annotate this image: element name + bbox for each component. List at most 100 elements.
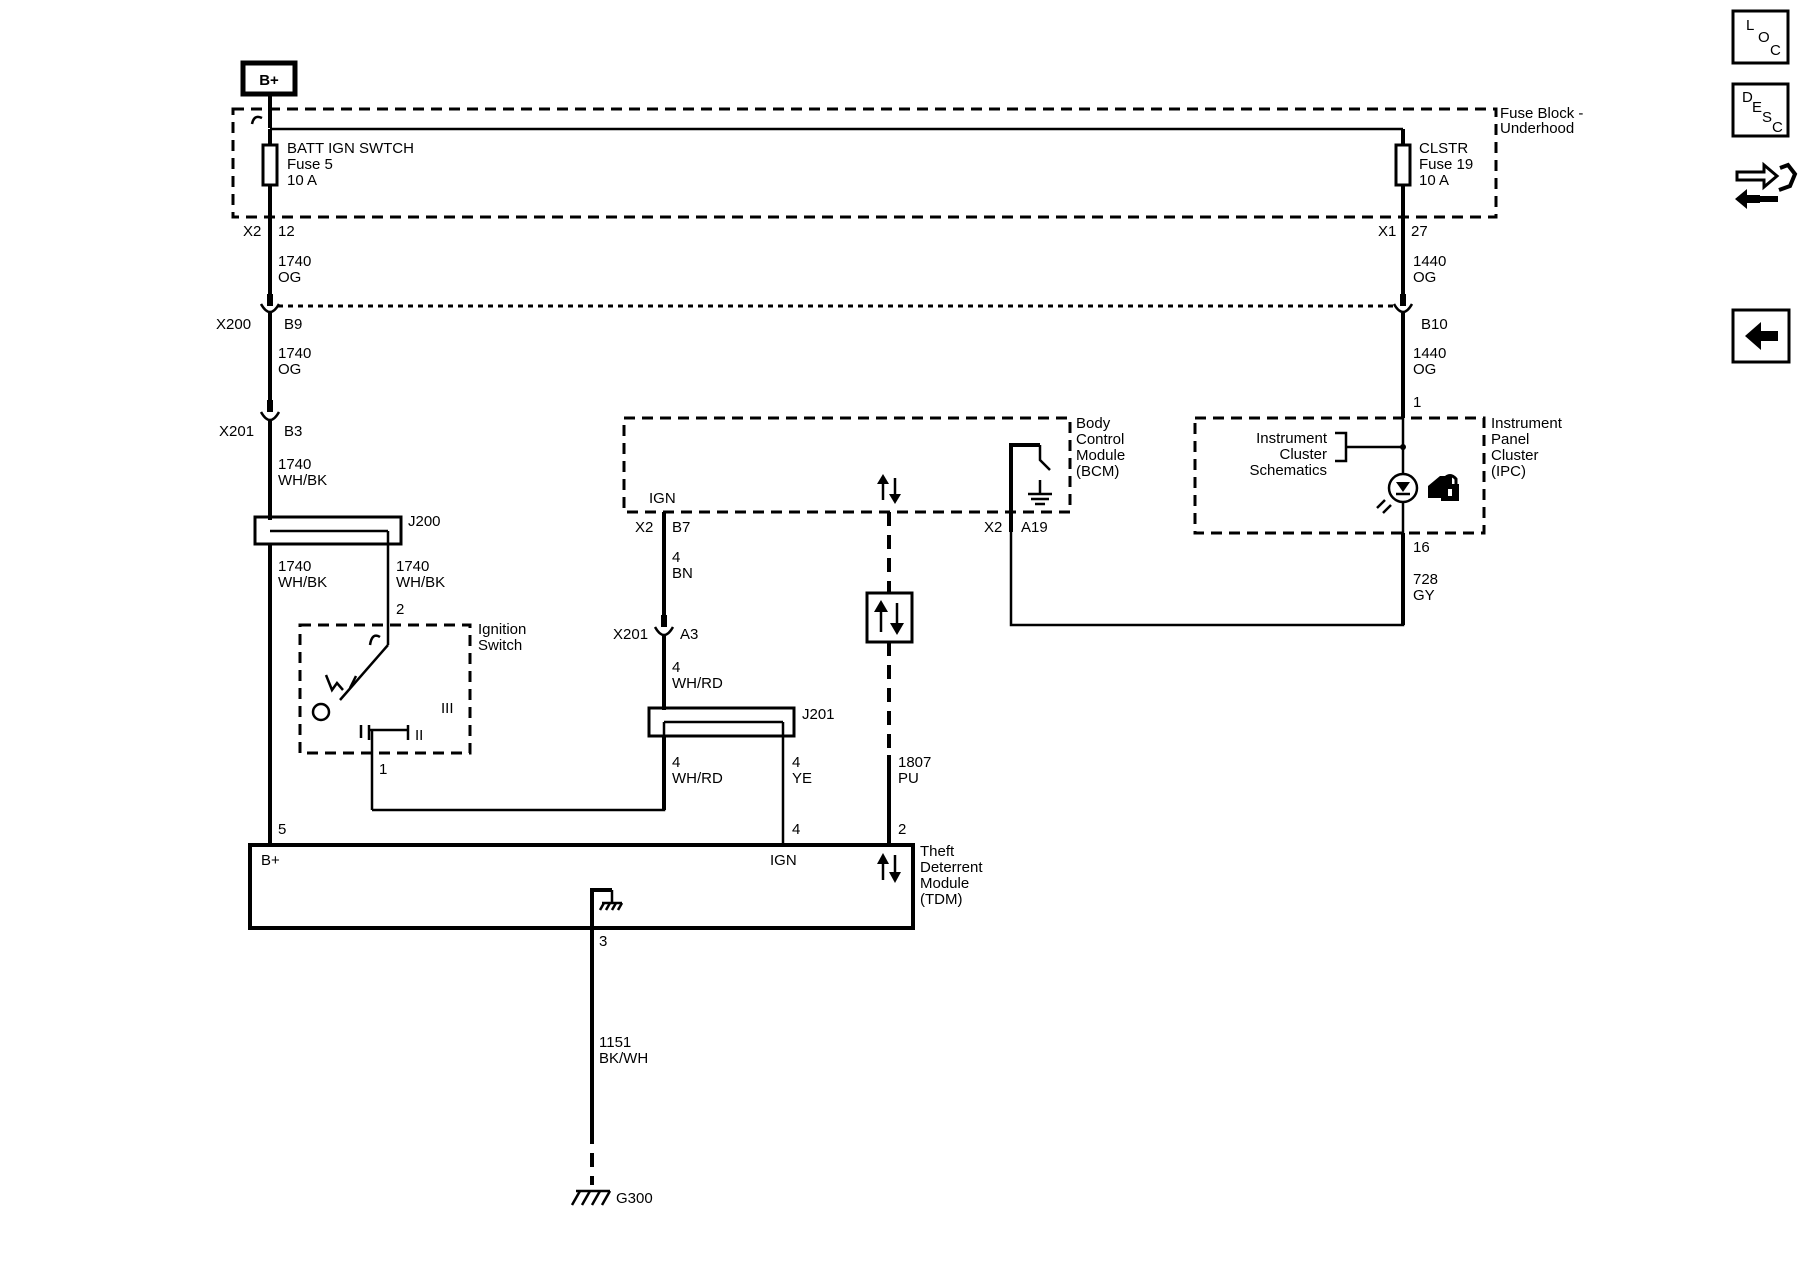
wire-1807-pu-color: PU — [898, 770, 919, 787]
x201-a3-name: X201 — [613, 626, 648, 643]
ipc-pin-1: 1 — [1413, 394, 1421, 411]
bcm-a19-pin: A19 — [1021, 519, 1048, 536]
back-button[interactable] — [1731, 308, 1791, 364]
fuse-19-pin: 27 — [1411, 223, 1428, 240]
wire-1440-og-a-color: OG — [1413, 269, 1436, 286]
desc-icon — [1731, 82, 1790, 138]
fuse-block-title-1: Fuse Block - — [1500, 105, 1583, 122]
wire-4-ye-color: YE — [792, 770, 812, 787]
bcm-b7-connector: X2 — [635, 519, 653, 536]
theft-indicator-led-icon — [1376, 472, 1419, 514]
ignition-switch-boundary — [298, 623, 472, 755]
x201-b3-pin: B3 — [284, 423, 302, 440]
tdm-bplus-label: B+ — [261, 852, 280, 869]
wire-4-whrd-a-color: WH/RD — [672, 675, 723, 692]
wire-728-gy-return — [1009, 532, 1405, 627]
ignition-pos-ii: II — [415, 727, 423, 744]
x201-a3-terminal — [653, 626, 675, 637]
ipc-boundary — [1193, 416, 1486, 535]
ignition-switch-contacts — [311, 634, 410, 740]
x200-pin-b10: B10 — [1421, 316, 1448, 333]
x201-a3-pin: A3 — [680, 626, 698, 643]
wire-4-bn-circuit: 4 — [672, 549, 680, 566]
ignition-switch-label-2: Switch — [478, 637, 522, 654]
x200-name: X200 — [216, 316, 251, 333]
tdm-module — [248, 843, 915, 930]
x201-b3-terminal — [259, 411, 281, 422]
connector-tools-icon[interactable] — [1735, 161, 1798, 209]
tdm-pin-3: 3 — [599, 933, 607, 950]
bcm-label-3: Module — [1076, 447, 1125, 464]
wire-4-ye-circuit: 4 — [792, 754, 800, 771]
bcm-a19-connector: X2 — [984, 519, 1002, 536]
desc-button[interactable]: D E S C — [1731, 82, 1790, 138]
wire-1740-whbk-c-circuit: 1740 — [396, 558, 429, 575]
wire-1740-og-b-color: OG — [278, 361, 301, 378]
wire-4-whrd-b-circuit: 4 — [672, 754, 680, 771]
j200-label: J200 — [408, 513, 441, 530]
battery-source: B+ — [240, 60, 298, 97]
ipc-label-3: Cluster — [1491, 447, 1539, 464]
bcm-label-1: Body — [1076, 415, 1111, 432]
tdm-pin-5: 5 — [278, 821, 286, 838]
svg-text:D: D — [1742, 89, 1753, 106]
bcm-ign-label: IGN — [649, 490, 676, 507]
ignition-switch-pin-2: 2 — [396, 601, 404, 618]
battery-source-label: B+ — [259, 72, 279, 89]
wire-1807-pu-circuit: 1807 — [898, 754, 931, 771]
bcm-label-2: Control — [1076, 431, 1124, 448]
ipc-reference-bracket — [1335, 431, 1403, 463]
serial-data-icon — [865, 591, 914, 644]
ipc-ref-label-2: Cluster — [1279, 446, 1327, 463]
wire-1740-og-a-circuit: 1740 — [278, 253, 311, 270]
fuse-19-name: CLSTR — [1419, 140, 1468, 157]
x201-b3-name: X201 — [219, 423, 254, 440]
tdm-pin-4: 4 — [792, 821, 800, 838]
wire-1440-og-a-circuit: 1440 — [1413, 253, 1446, 270]
ignition-switch-label-1: Ignition — [478, 621, 526, 638]
tdm-chassis-ground-icon — [590, 888, 624, 928]
tdm-serial-data-icon — [877, 853, 901, 883]
j201-label: J201 — [802, 706, 835, 723]
tdm-label-4: (TDM) — [920, 891, 962, 908]
wire-4-whrd-b-color: WH/RD — [672, 770, 723, 787]
svg-text:O: O — [1758, 29, 1770, 46]
j200-splice — [253, 515, 403, 546]
wire-1440-og-b-circuit: 1440 — [1413, 345, 1446, 362]
fuse-19-connector: X1 — [1378, 223, 1396, 240]
fuse-block-boundary — [231, 107, 1498, 219]
wire-1440-og-b-color: OG — [1413, 361, 1436, 378]
fuse-19 — [1394, 143, 1412, 187]
fuse-5-connector: X2 — [243, 223, 261, 240]
svg-text:L: L — [1746, 17, 1754, 34]
wire-4-whrd-a-circuit: 4 — [672, 659, 680, 676]
wire-1740-og-a-color: OG — [278, 269, 301, 286]
loc-icon — [1731, 9, 1790, 65]
wire-728-gy-color: GY — [1413, 587, 1435, 604]
wire-1151-bkwh-color: BK/WH — [599, 1050, 648, 1067]
tdm-pin-2: 2 — [898, 821, 906, 838]
bcm-label-4: (BCM) — [1076, 463, 1119, 480]
fuse-19-rating: 10 A — [1419, 172, 1449, 189]
ignition-switch-pin-1: 1 — [379, 761, 387, 778]
g300-ground-icon — [570, 1189, 612, 1206]
fuse-5 — [261, 143, 279, 187]
ipc-label-1: Instrument — [1491, 415, 1563, 432]
wire-4-bn-color: BN — [672, 565, 693, 582]
bcm-b7-pin: B7 — [672, 519, 690, 536]
wire-1740-whbk-a-color: WH/BK — [278, 472, 327, 489]
x200-left-terminal — [259, 303, 281, 314]
fuse-5-pin: 12 — [278, 223, 295, 240]
wire-728-gy-circuit: 728 — [1413, 571, 1438, 588]
x200-right-terminal — [1392, 303, 1414, 314]
loc-button[interactable]: L O C — [1731, 9, 1790, 65]
svg-text:S: S — [1762, 109, 1772, 126]
ipc-label-4: (IPC) — [1491, 463, 1526, 480]
tdm-label-3: Module — [920, 875, 969, 892]
svg-text:E: E — [1752, 99, 1762, 116]
wire-1740-whbk-a-circuit: 1740 — [278, 456, 311, 473]
wire-1740-whbk-b-circuit: 1740 — [278, 558, 311, 575]
bus-tap-symbol — [250, 115, 263, 125]
fuse-5-number: Fuse 5 — [287, 156, 333, 173]
